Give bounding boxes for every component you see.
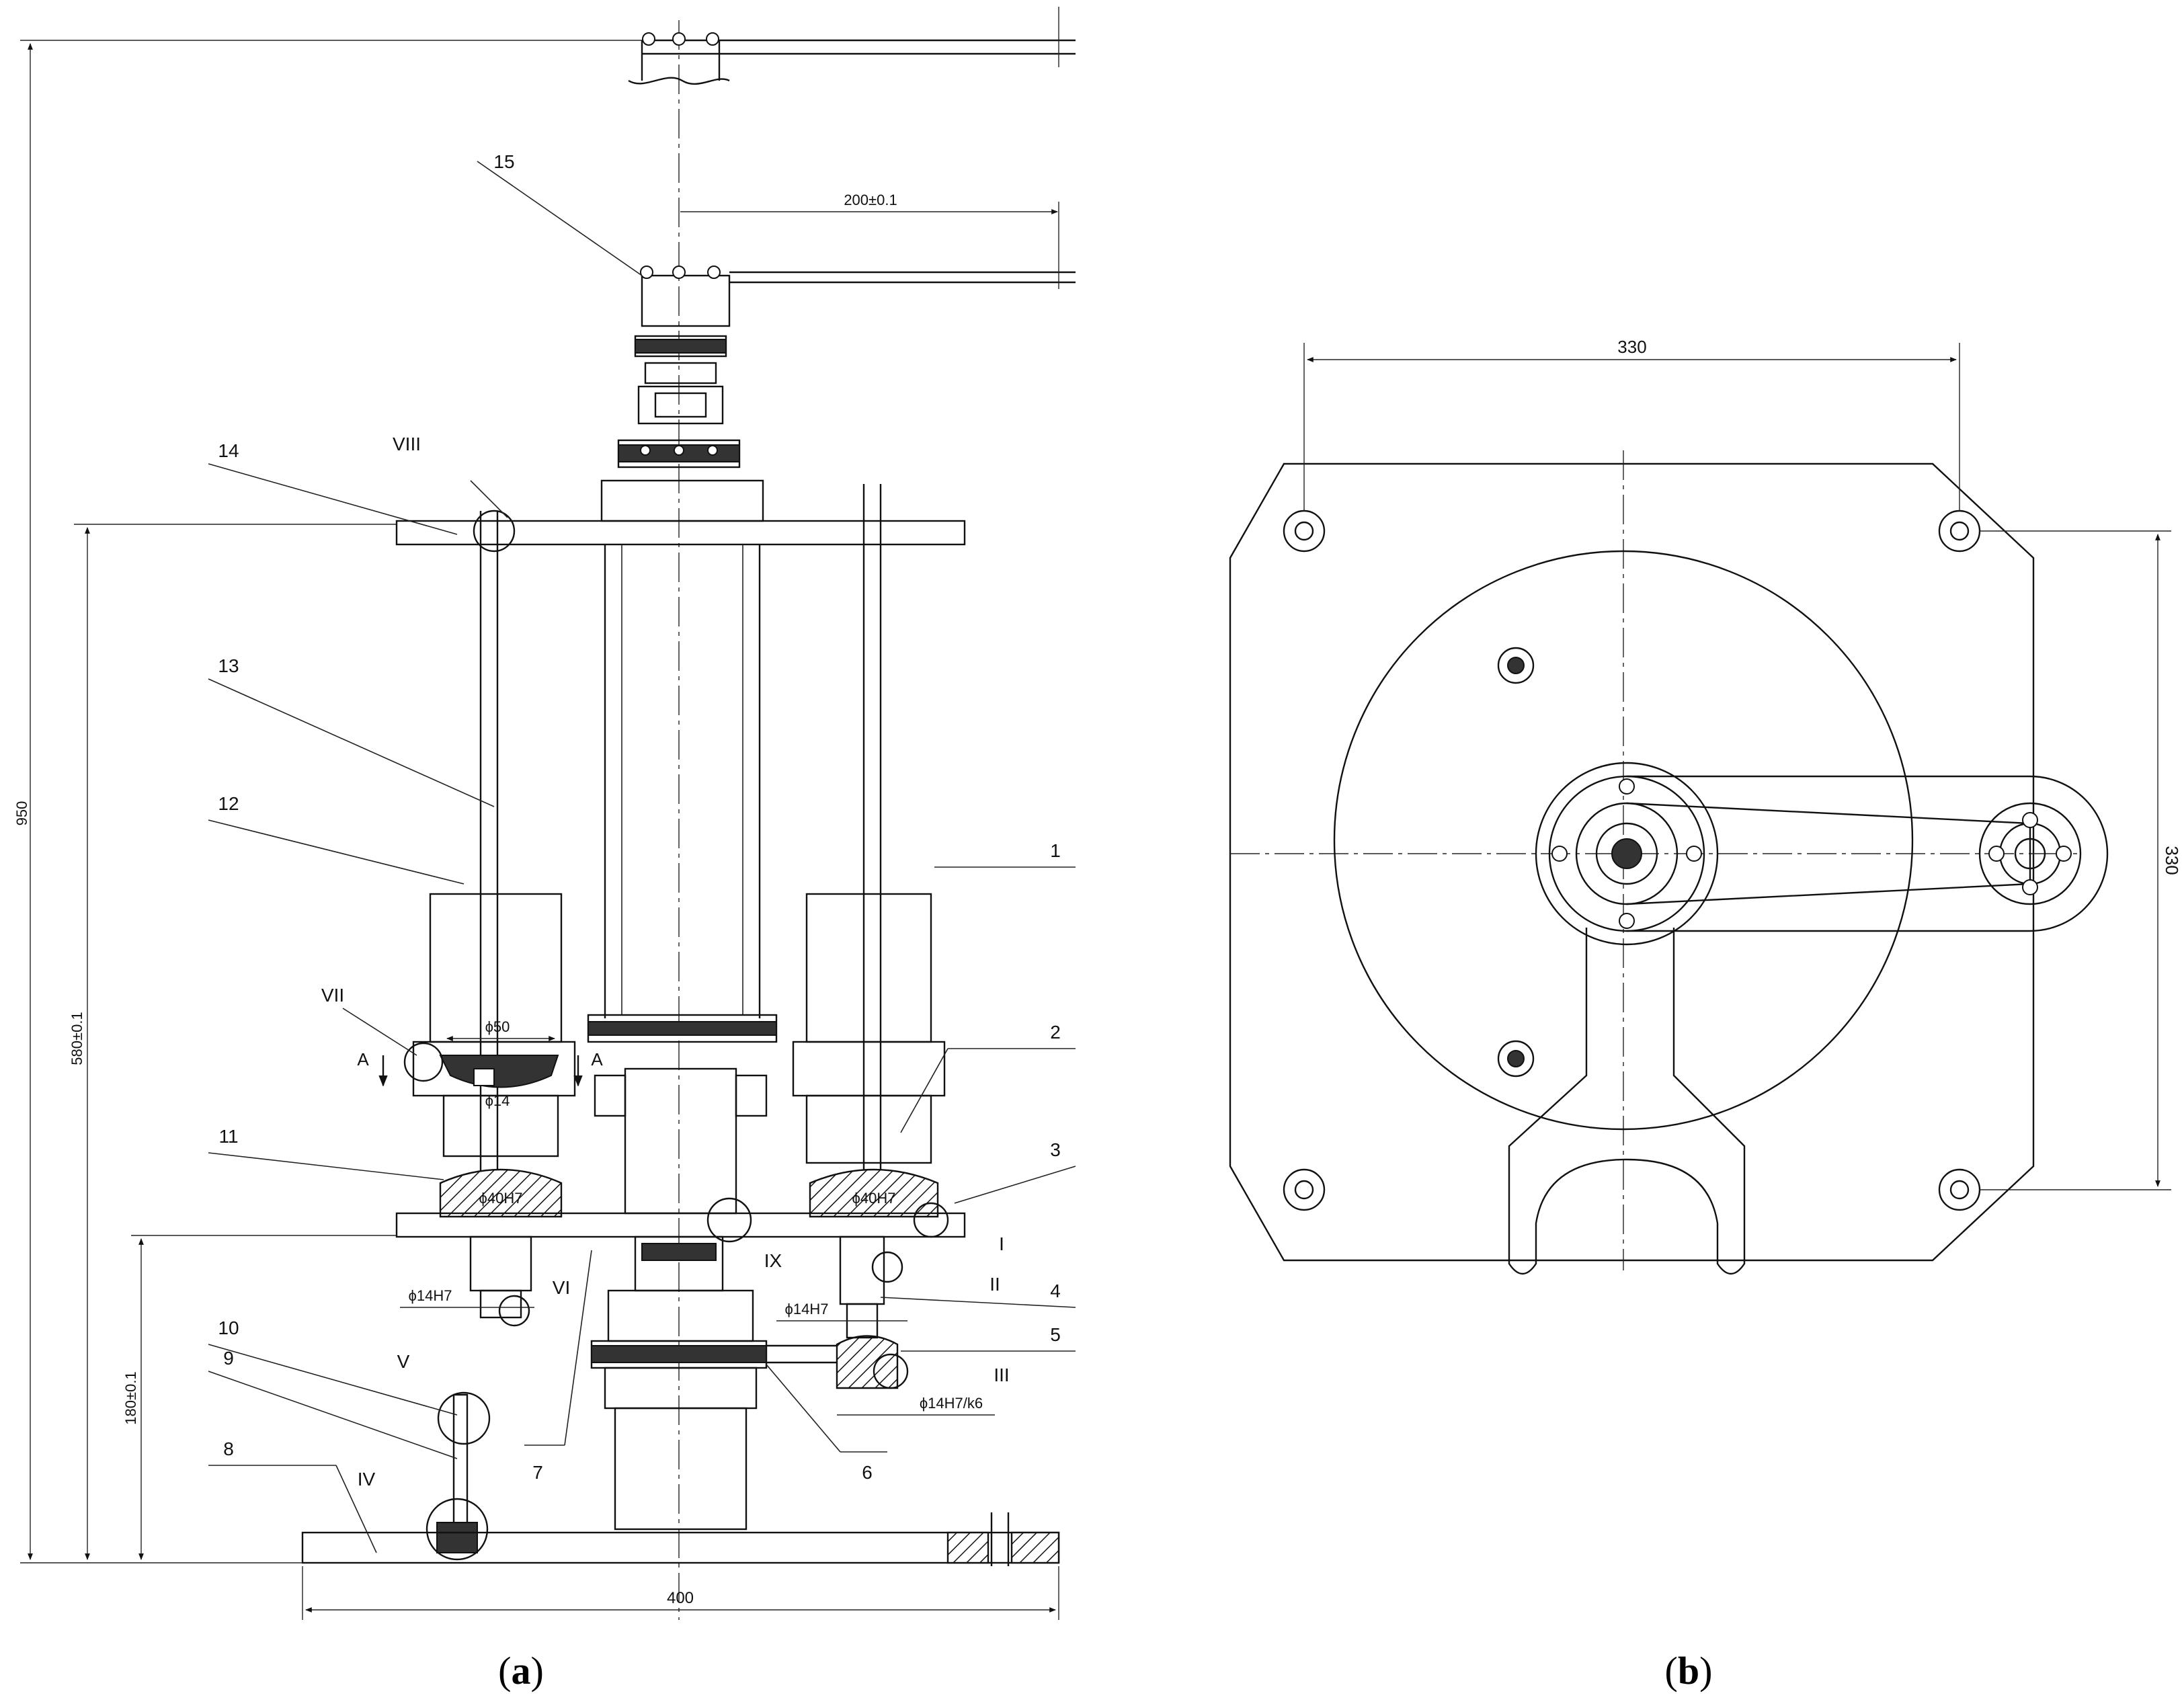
part-number-9: 9	[223, 1348, 234, 1369]
detail-circles	[403, 510, 949, 1561]
detail-label-I: I	[999, 1233, 1004, 1254]
part-number-14: 14	[218, 440, 239, 461]
dim-bore-50: ϕ50	[485, 1018, 510, 1035]
part-number-1: 1	[1050, 840, 1061, 861]
part-number-10: 10	[218, 1317, 239, 1338]
part-number-2: 2	[1050, 1022, 1061, 1043]
part-number-6: 6	[862, 1462, 873, 1483]
top-arm-break	[628, 7, 1076, 85]
top-plate-14	[395, 520, 966, 546]
caption-b: (b)	[1665, 1649, 1713, 1693]
detail-label-V: V	[397, 1351, 410, 1372]
dim-arm-length: 200±0.1	[844, 192, 897, 208]
part-number-8: 8	[223, 1438, 234, 1459]
part-number-3: 3	[1050, 1139, 1061, 1160]
part-number-4: 4	[1050, 1280, 1061, 1301]
detail-label-VII: VII	[321, 985, 344, 1006]
dimension-lines-b	[1303, 343, 2171, 1190]
part-number-11: 11	[218, 1126, 238, 1147]
caption-a: (a)	[498, 1649, 544, 1693]
detail-label-II: II	[989, 1274, 1000, 1295]
detail-label-IX: IX	[764, 1250, 782, 1271]
dim-shaft-14-right: ϕ14H7	[785, 1301, 829, 1317]
detail-label-VIII: VIII	[393, 434, 421, 454]
right-housing-1	[792, 893, 946, 1218]
large-disk	[1333, 550, 1914, 1131]
guide-rods-13	[479, 484, 882, 1207]
part-number-15: 15	[493, 151, 514, 172]
dim-width-base: 400	[667, 1589, 694, 1607]
motor-cylinder	[587, 544, 778, 1043]
part-number-12: 12	[218, 793, 239, 814]
fork-lever	[1508, 928, 1746, 1275]
detail-label-III: III	[994, 1365, 1009, 1385]
detail-label-IV: IV	[358, 1469, 376, 1490]
dim-height-plate: 580±0.1	[69, 1012, 85, 1065]
dim-bore-40-left: ϕ40H7	[479, 1190, 523, 1207]
dim-width-b: 330	[1617, 337, 1646, 357]
disk-bolt-holes	[1497, 647, 1535, 1077]
dim-shaft-14-left: ϕ14H7	[409, 1287, 452, 1304]
section-mark-a-left: A	[357, 1049, 369, 1069]
dim-height-b: 330	[2162, 846, 2182, 875]
dim-bore-40-right: ϕ40H7	[852, 1190, 896, 1207]
crank-arm	[1535, 762, 2109, 946]
part-number-7: 7	[532, 1462, 543, 1483]
coupling-stack	[600, 335, 764, 522]
panel-a-drawing: 950 580±0.1 180±0.1 400 200±0.1 ϕ50 ϕ14 …	[13, 7, 1076, 1693]
left-housing-12	[412, 893, 576, 1218]
dim-bore-14: ϕ14	[485, 1092, 510, 1109]
section-mark-a-right: A	[591, 1049, 603, 1069]
base-plate-8	[301, 1512, 1060, 1566]
dimension-lines-a	[20, 40, 1059, 1620]
lower-arm-6	[590, 1335, 899, 1531]
central-column	[395, 1067, 966, 1342]
dim-height-total: 950	[13, 801, 30, 826]
dim-height-base: 180±0.1	[122, 1371, 139, 1424]
dim-fit-14: ϕ14H7/k6	[920, 1395, 983, 1412]
leader-lines	[208, 161, 1076, 1553]
panel-b-drawing: 330 330 (b)	[1229, 337, 2182, 1693]
detail-label-VI: VI	[553, 1277, 570, 1298]
linkage-9-10	[436, 1393, 478, 1553]
octagon-plate	[1229, 462, 2035, 1262]
part-number-5: 5	[1050, 1324, 1061, 1345]
part-number-13: 13	[218, 655, 239, 676]
upper-arm-15	[640, 202, 1076, 327]
